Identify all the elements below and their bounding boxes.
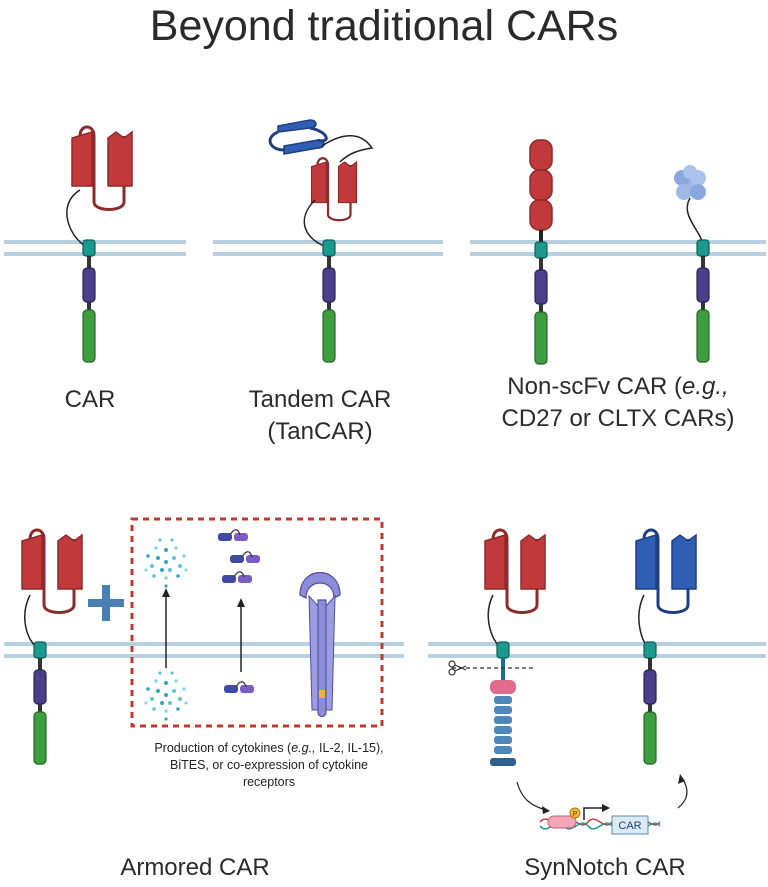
armored-caption: Production of cytokines (e.g., IL-2, IL-… (154, 741, 384, 789)
cytokine-arrow (162, 588, 170, 668)
car-gene-label: CAR (618, 820, 641, 832)
membrane-bottom-2 (428, 642, 766, 658)
armored-car-label: Armored CAR (120, 854, 270, 881)
dna-icon (539, 804, 661, 835)
bite-icon (217, 529, 261, 694)
bite-arrow (237, 598, 245, 672)
promoter-label: P (573, 811, 578, 818)
membrane-top-3 (470, 240, 766, 256)
non-scfv-car-label: Non-scFv CAR (e.g., CD27 or CLTX CARs) (501, 373, 735, 432)
page-title: Beyond traditional CARs (149, 2, 619, 50)
chlorotoxin-icon (674, 165, 706, 200)
expression-arrow (677, 774, 688, 809)
plus-icon (88, 585, 124, 621)
armored-car-schematic (20, 528, 84, 765)
non-scfv-car-cd27 (529, 139, 553, 365)
cytokine-receptor-icon (299, 571, 341, 718)
scissors-icon (448, 660, 467, 676)
membrane-bottom-1 (4, 642, 404, 658)
car-label: CAR (64, 386, 116, 413)
synnotch-car-label: SynNotch CAR (524, 854, 686, 881)
synnotch-induced-car (634, 528, 698, 765)
non-scfv-car-cltx (674, 165, 710, 363)
tandem-car-schematic (268, 119, 374, 363)
armored-payload-box (130, 517, 384, 728)
car-schematic (66, 125, 134, 363)
tandem-car-label: Tandem CAR (TanCAR) (248, 386, 392, 445)
synnotch-receptor (483, 528, 547, 766)
release-arrow (516, 781, 550, 814)
